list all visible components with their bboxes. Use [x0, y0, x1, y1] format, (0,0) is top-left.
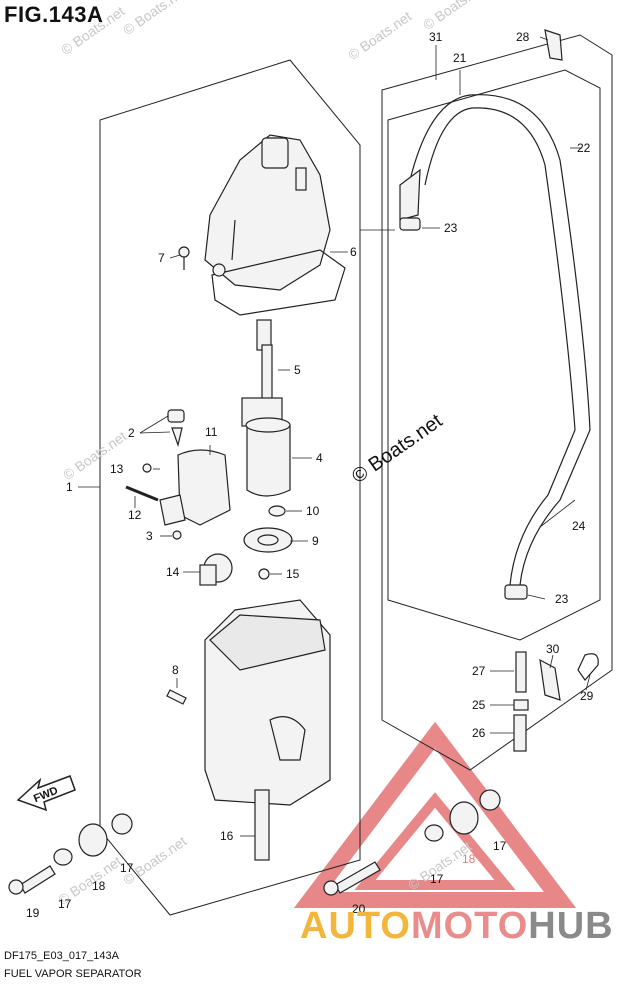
- leader-lines: [78, 36, 591, 837]
- callout-19: 19: [26, 906, 40, 920]
- brand-part-auto: AUTO: [300, 905, 411, 947]
- assembly-frame-right-inner: [387, 69, 601, 641]
- callout-16: 16: [220, 829, 234, 843]
- callout-14: 14: [166, 565, 180, 579]
- callout-18-right: 18: [462, 852, 476, 866]
- vent-hose: [399, 94, 591, 600]
- mount-hardware: [8, 789, 501, 896]
- callout-17-right-a: 17: [430, 872, 444, 886]
- callout-22: 22: [577, 141, 591, 155]
- callout-26: 26: [472, 726, 486, 740]
- callout-31: 31: [429, 30, 443, 44]
- model-code: DF175_E03_017_143A: [4, 950, 119, 962]
- callout-17-right-b: 17: [493, 839, 507, 853]
- figure-caption: FUEL VAPOR SEPARATOR: [4, 968, 142, 980]
- callout-17-left-b: 17: [58, 897, 72, 911]
- callout-27: 27: [472, 664, 486, 678]
- callout-21: 21: [453, 51, 467, 65]
- callout-24: 24: [572, 519, 586, 533]
- callout-4: 4: [316, 451, 323, 465]
- callout-6: 6: [350, 245, 357, 259]
- assembly-frame-right: [381, 34, 613, 771]
- right-small-parts: [513, 29, 599, 752]
- brand-part-hub: HUB: [528, 905, 614, 947]
- callout-28: 28: [516, 30, 530, 44]
- callout-23-bottom: 23: [555, 592, 569, 606]
- small-parts: [125, 246, 293, 705]
- pump-cover: [204, 134, 346, 316]
- callout-23-top: 23: [444, 221, 458, 235]
- fwd-arrow: [16, 775, 76, 812]
- callout-5: 5: [294, 363, 301, 377]
- callout-7: 7: [158, 251, 165, 265]
- callout-13: 13: [110, 462, 124, 476]
- callout-10: 10: [306, 504, 320, 518]
- brand-triangle-logo: [293, 721, 577, 908]
- callout-9: 9: [312, 534, 319, 548]
- callout-30: 30: [546, 642, 560, 656]
- callout-2: 2: [128, 426, 135, 440]
- callout-29: 29: [580, 689, 594, 703]
- callout-15: 15: [286, 567, 300, 581]
- brand-part-moto: MOTO: [410, 905, 529, 947]
- callout-20: 20: [352, 902, 366, 916]
- pump-cushion: [159, 449, 231, 526]
- figure-title: FIG.143A: [4, 2, 104, 27]
- callout-11: 11: [205, 425, 218, 439]
- callout-1: 1: [66, 480, 73, 494]
- callout-3: 3: [146, 529, 153, 543]
- callout-8: 8: [172, 663, 179, 677]
- callout-12: 12: [128, 508, 142, 522]
- callout-18-left: 18: [92, 879, 106, 893]
- brand-logo: AUTOMOTOHUB: [300, 905, 614, 948]
- callout-17-left-a: 17: [120, 861, 134, 875]
- callout-25: 25: [472, 698, 486, 712]
- fuel-pump: [241, 319, 291, 497]
- separator-tank: [204, 599, 331, 861]
